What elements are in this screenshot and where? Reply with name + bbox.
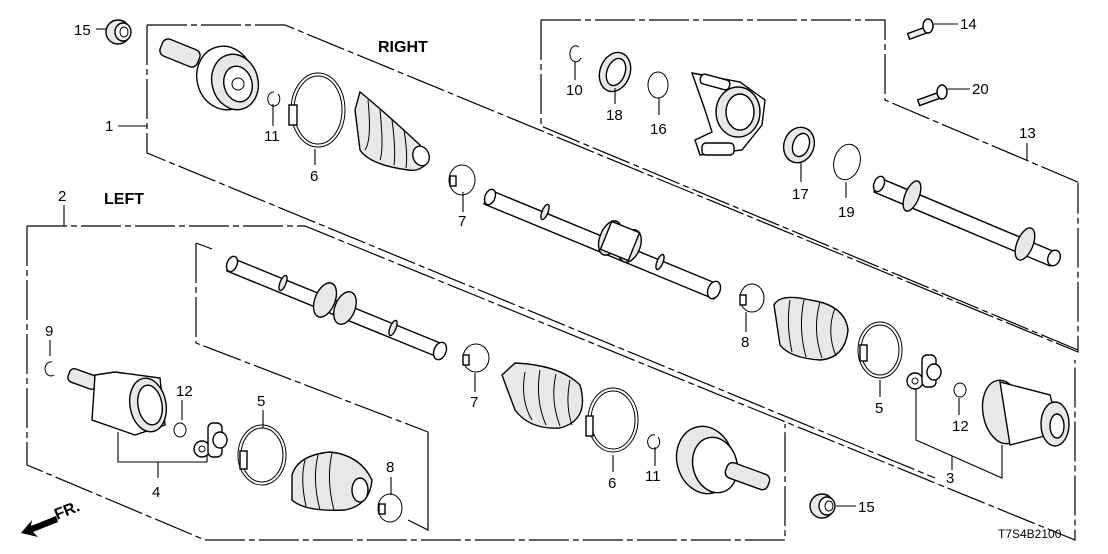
boot-band-large-icon[interactable]	[857, 321, 903, 379]
callout-5[interactable]: 5	[257, 393, 265, 410]
outboard-cv-joint-icon[interactable]	[669, 420, 771, 500]
left-assembly-frame	[26, 225, 1076, 541]
boot-band-small-icon[interactable]	[739, 283, 765, 313]
stop-ring-icon[interactable]	[173, 422, 187, 438]
circlip-ring-icon[interactable]	[647, 71, 669, 99]
tripod-joint-icon[interactable]	[906, 354, 942, 390]
circlip-icon[interactable]	[647, 434, 661, 450]
callout-2[interactable]: 2	[58, 188, 66, 205]
right-section-title: RIGHT	[378, 39, 428, 56]
callout-8[interactable]: 8	[741, 334, 749, 351]
boot-band-large-icon[interactable]	[237, 424, 287, 486]
callout-7[interactable]: 7	[458, 213, 466, 230]
callout-17[interactable]: 17	[792, 186, 809, 203]
callout-6[interactable]: 6	[608, 475, 616, 492]
circlip-icon[interactable]	[267, 91, 281, 107]
callout-5[interactable]: 5	[875, 400, 883, 417]
outboard-cv-joint-icon[interactable]	[158, 37, 264, 116]
callout-11[interactable]: 11	[645, 468, 661, 485]
outer-boot-icon[interactable]	[354, 90, 432, 172]
boot-band-small-icon[interactable]	[462, 343, 490, 373]
right-upper-kit-frame	[540, 19, 1081, 351]
callout-13[interactable]: 13	[1019, 125, 1036, 142]
inner-boot-icon[interactable]	[773, 296, 849, 361]
callout-19[interactable]: 19	[838, 204, 855, 221]
callout-16[interactable]: 16	[650, 121, 667, 138]
callout-20[interactable]: 20	[972, 81, 989, 98]
flange-nut-icon[interactable]	[105, 19, 132, 45]
callout-18[interactable]: 18	[606, 107, 623, 124]
callout-9[interactable]: 9	[45, 323, 53, 340]
bolt-icon[interactable]	[916, 84, 948, 107]
stop-ring-icon[interactable]	[953, 382, 967, 398]
front-direction-arrow-icon	[21, 516, 58, 537]
boot-band-small-icon[interactable]	[448, 164, 476, 196]
callout-12[interactable]: 12	[952, 418, 969, 435]
callout-15[interactable]: 15	[74, 22, 91, 39]
inboard-joint-housing-icon[interactable]	[978, 377, 1070, 447]
left-shaft-inner-frame	[195, 242, 429, 531]
callout-6[interactable]: 6	[310, 168, 318, 185]
callout-4[interactable]: 4	[152, 484, 160, 501]
bearing-support-bracket-icon[interactable]	[690, 72, 766, 156]
callout-1[interactable]: 1	[105, 118, 113, 135]
tripod-joint-icon[interactable]	[193, 422, 228, 458]
snap-ring-large-icon[interactable]	[830, 141, 864, 183]
left-shaft-icon[interactable]	[224, 255, 449, 362]
inboard-joint-housing-icon[interactable]	[67, 367, 171, 436]
left-section-title: LEFT	[104, 191, 144, 208]
right-shaft-icon[interactable]	[482, 188, 723, 301]
callout-7[interactable]: 7	[470, 394, 478, 411]
bolt-icon[interactable]	[906, 18, 934, 41]
boot-band-small-icon[interactable]	[377, 493, 403, 523]
front-indicator-label: FR.	[52, 498, 82, 523]
inner-boot-icon[interactable]	[291, 451, 373, 511]
callout-14[interactable]: 14	[960, 16, 977, 33]
outer-boot-icon[interactable]	[501, 362, 584, 429]
callout-3[interactable]: 3	[946, 470, 954, 487]
callout-8[interactable]: 8	[386, 459, 394, 476]
boot-band-large-icon[interactable]	[585, 387, 639, 453]
snap-ring-icon[interactable]	[569, 45, 582, 63]
flange-nut-icon[interactable]	[809, 493, 836, 519]
callout-15[interactable]: 15	[858, 499, 875, 516]
set-ring-icon[interactable]	[44, 361, 55, 377]
bearing-icon[interactable]	[779, 123, 820, 167]
diagram-code: T7S4B2100	[998, 527, 1062, 541]
dust-seal-icon[interactable]	[594, 48, 636, 96]
boot-band-large-icon[interactable]	[288, 72, 346, 148]
callout-10[interactable]: 10	[566, 82, 583, 99]
callout-11[interactable]: 11	[264, 128, 280, 145]
callout-12[interactable]: 12	[176, 383, 193, 400]
half-shaft-icon[interactable]	[871, 175, 1062, 268]
right-assembly-frame	[146, 24, 1079, 479]
